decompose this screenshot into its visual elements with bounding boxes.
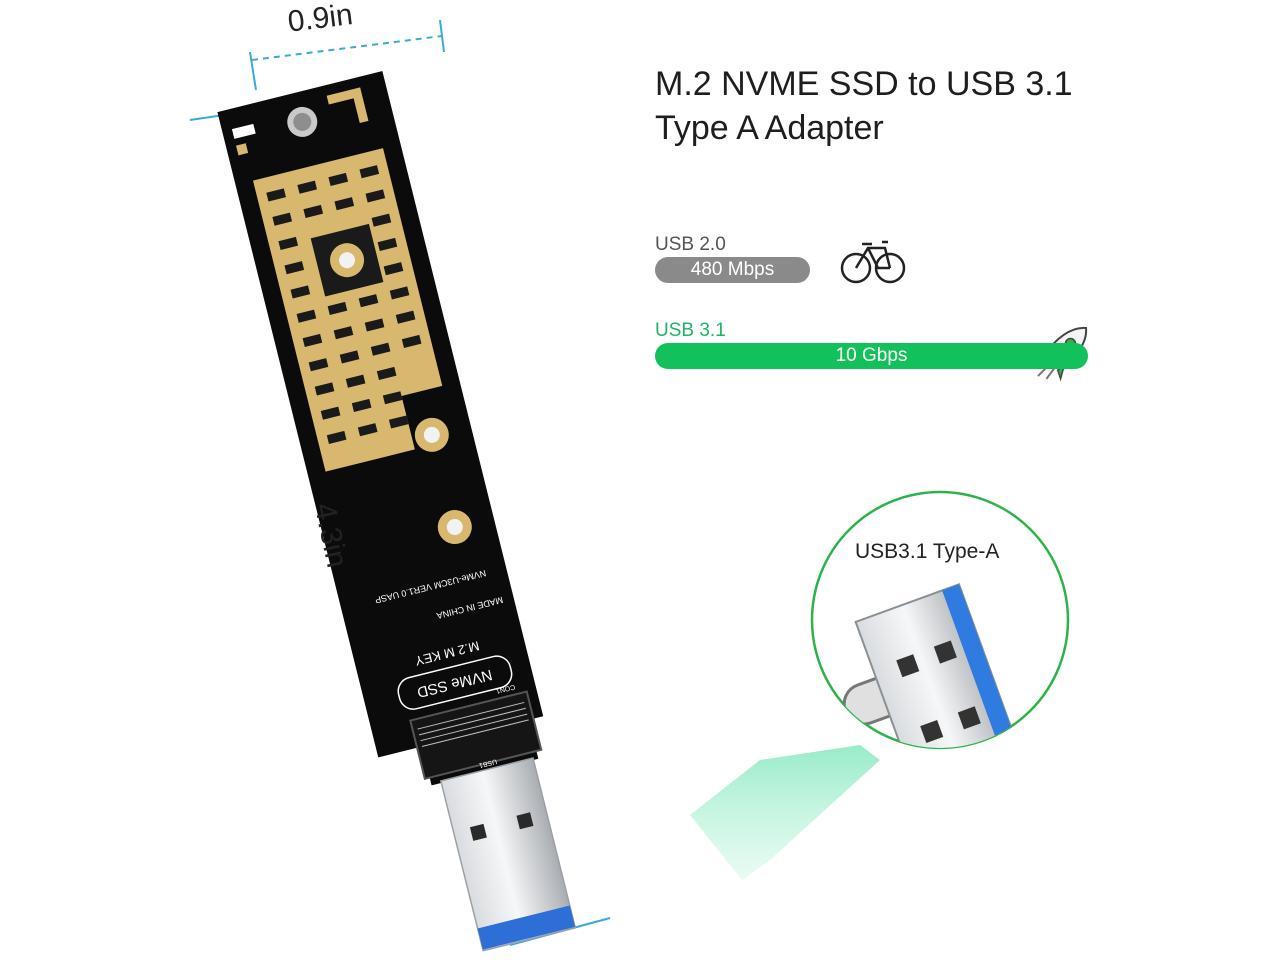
usb3-speed-bar: 10 Gbps <box>655 343 1088 369</box>
product-title-line1: M.2 NVME SSD to USB 3.1 <box>655 65 1073 103</box>
board-text-connector: CON1 <box>495 683 516 695</box>
callout-circle <box>810 490 1070 750</box>
usb2-speed-bar: 480 Mbps <box>655 257 810 283</box>
board-text-usb: USB1 <box>478 757 498 768</box>
bicycle-icon <box>840 240 906 284</box>
callout-beam <box>690 745 880 880</box>
product-title-line2: Type A Adapter <box>655 109 884 147</box>
product-title: M.2 NVME SSD to USB 3.1 Type A Adapter <box>655 62 1073 150</box>
usb2-label: USB 2.0 <box>655 234 726 255</box>
usb3-label: USB 3.1 <box>655 320 726 341</box>
callout-label: USB3.1 Type-A <box>855 540 1000 563</box>
